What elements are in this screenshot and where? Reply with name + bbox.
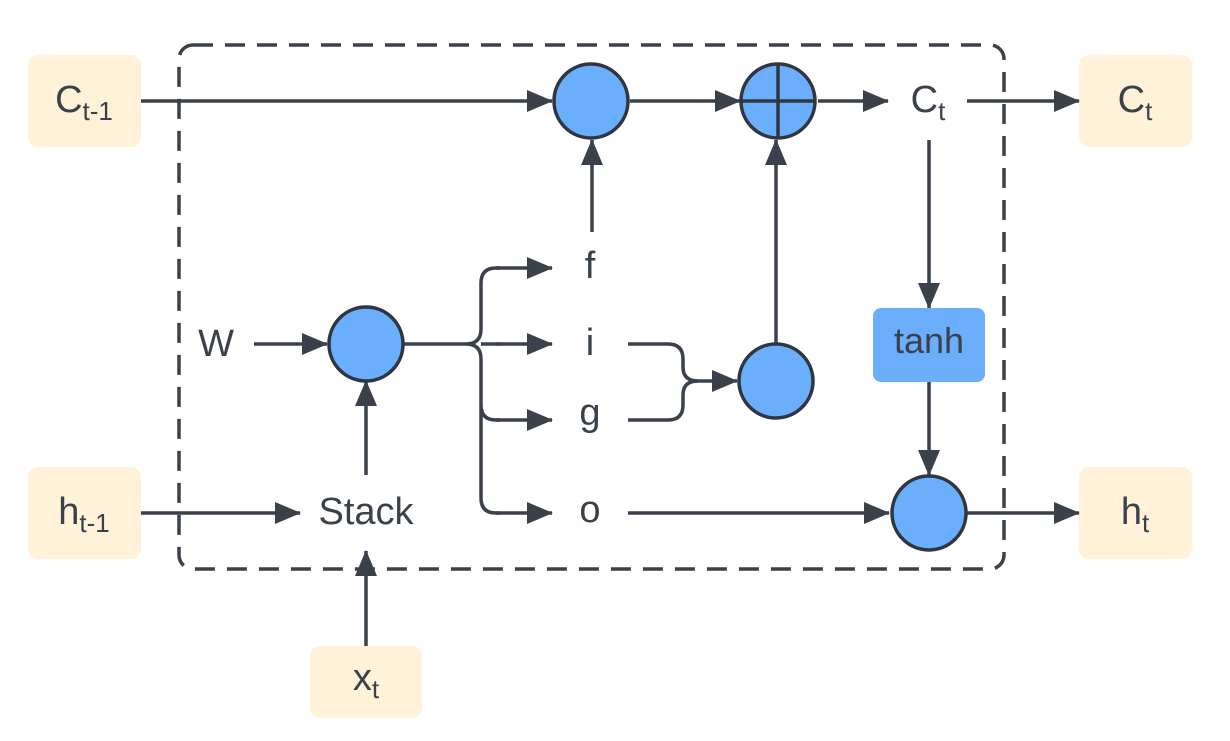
w-multiply-node (327, 305, 405, 383)
add-node (739, 62, 817, 140)
gate-o-label: o (579, 489, 600, 531)
forget-multiply-node (552, 62, 630, 140)
tanh-label: tanh (894, 320, 964, 361)
x-t-box (310, 646, 422, 718)
stack-label: Stack (318, 491, 414, 533)
gate-i-label: i (586, 322, 594, 364)
c-t-output-label: Ct (1118, 79, 1153, 126)
h-t-output-label: ht (1121, 491, 1150, 538)
tanh-box (873, 308, 985, 382)
input-gate-multiply-node (737, 342, 815, 420)
c-prev-box (28, 55, 141, 147)
x-t-label: xt (353, 657, 380, 704)
h-prev-box (28, 467, 141, 559)
c-prev-label: Ct-1 (55, 79, 113, 126)
gate-g-label: g (579, 392, 600, 434)
weights-label: W (198, 323, 234, 365)
branch-to-gates (404, 266, 500, 515)
c-t-output-box (1079, 55, 1192, 147)
cell-boundary (177, 43, 1006, 571)
output-multiply-node (890, 474, 968, 552)
merge-i-g (628, 342, 699, 422)
h-t-output-box (1079, 467, 1192, 559)
h-prev-label: ht-1 (58, 491, 109, 538)
gate-f-label: f (585, 245, 596, 287)
c-t-internal-label: Ct (911, 79, 946, 126)
